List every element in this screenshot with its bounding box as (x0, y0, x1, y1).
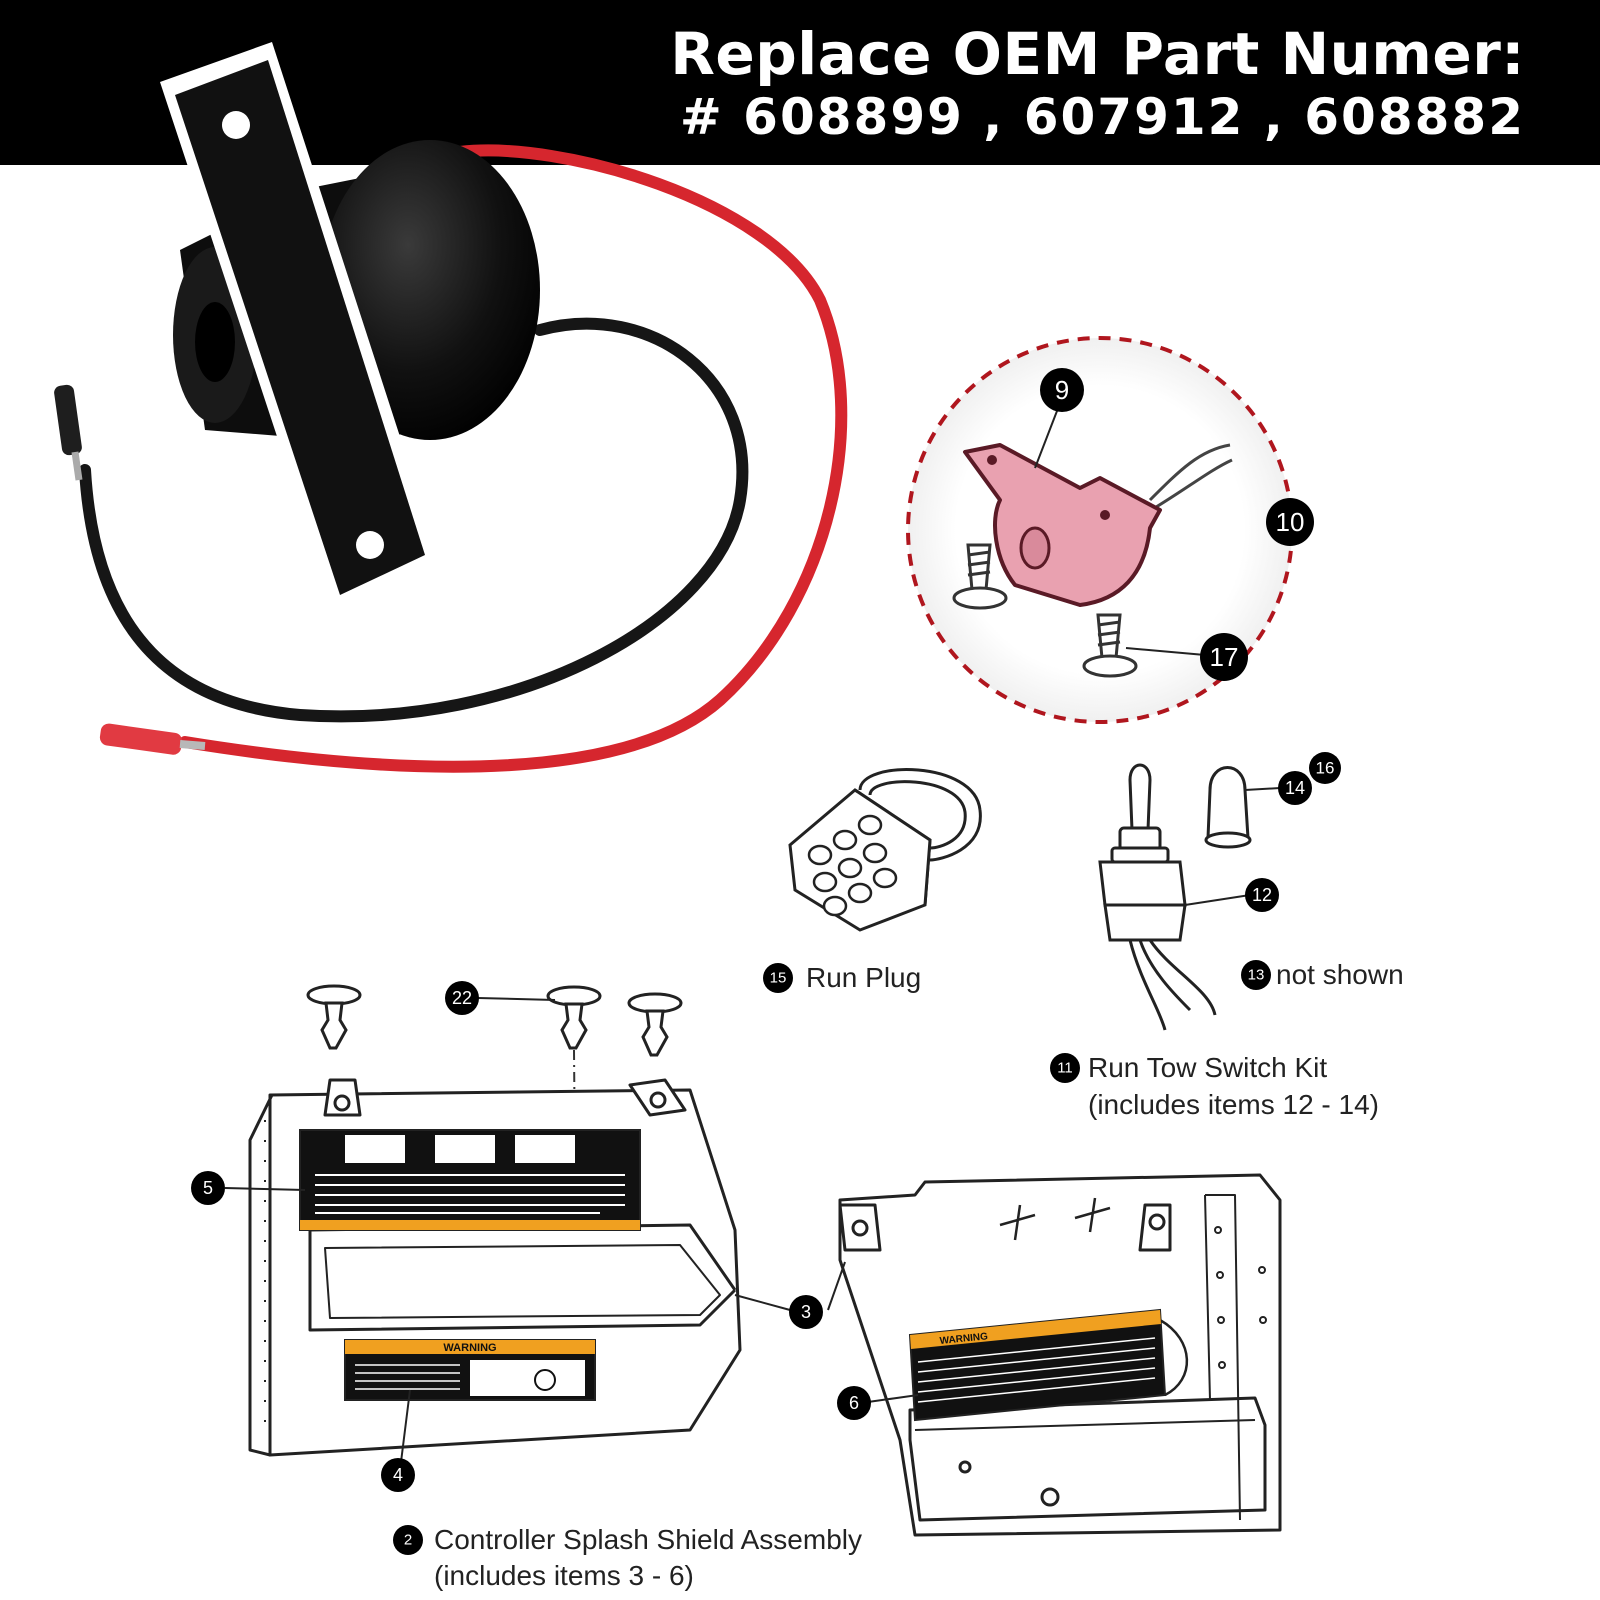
svg-text:22: 22 (452, 988, 472, 1008)
oem-part-numbers: # 608899 , 607912 , 608882 (679, 88, 1525, 146)
callout-15: 15 (763, 963, 793, 993)
run-plug-label: Run Plug (806, 962, 922, 993)
callout-13: 13 (1241, 960, 1271, 990)
banner-title: Replace OEM Part Numer: (670, 20, 1525, 88)
reed-switch-sensor (54, 42, 848, 773)
red-wire-tip (99, 723, 183, 755)
svg-text:5: 5 (203, 1178, 213, 1198)
svg-text:3: 3 (801, 1302, 811, 1322)
push-rivets (306, 984, 683, 1057)
callout-17: 17 (1200, 633, 1248, 681)
callout-14: 14 (1278, 771, 1312, 805)
callout-2: 2 (393, 1525, 423, 1555)
svg-text:4: 4 (393, 1465, 403, 1485)
red-wire (179, 144, 848, 773)
callout-9: 9 (1040, 368, 1084, 412)
svg-text:12: 12 (1252, 885, 1272, 905)
bracket-hole-bottom (356, 531, 384, 559)
svg-text:14: 14 (1285, 778, 1305, 798)
svg-text:13: 13 (1248, 967, 1265, 984)
svg-text:10: 10 (1276, 507, 1305, 537)
splash-shield-includes: (includes items 3 - 6) (434, 1560, 694, 1591)
warning-decal-rear: WARNING (908, 1308, 1167, 1422)
screw-right (1082, 613, 1138, 678)
svg-text:6: 6 (849, 1393, 859, 1413)
warning-decal-large (299, 1129, 641, 1231)
bracket-hole-top (222, 111, 250, 139)
callout-22: 22 (445, 981, 479, 1015)
black-wire (79, 317, 749, 723)
svg-text:17: 17 (1210, 642, 1239, 672)
run-plug (788, 768, 982, 932)
callout-12: 12 (1245, 878, 1279, 912)
svg-text:16: 16 (1316, 759, 1335, 778)
callout-3: 3 (789, 1295, 823, 1329)
not-shown-label: not shown (1276, 959, 1404, 990)
callout-4: 4 (381, 1458, 415, 1492)
callout-5: 5 (191, 1171, 225, 1205)
callout-6: 6 (837, 1386, 871, 1420)
toggle-boot (1204, 766, 1252, 849)
warning-decal-small: WARNING (344, 1339, 596, 1401)
callout-11: 11 (1050, 1053, 1080, 1083)
screw-left (952, 543, 1008, 610)
svg-text:2: 2 (404, 1532, 412, 1549)
black-wire-tip (54, 384, 82, 456)
callout-16: 16 (1309, 752, 1341, 784)
mounting-bracket (175, 60, 425, 595)
highlighted-reed-switch (963, 443, 1162, 607)
warning-text-front: WARNING (443, 1342, 496, 1354)
svg-text:9: 9 (1055, 375, 1069, 405)
run-tow-kit-label: Run Tow Switch Kit (1088, 1052, 1328, 1083)
svg-text:11: 11 (1057, 1060, 1073, 1077)
run-tow-kit-includes: (includes items 12 - 14) (1088, 1089, 1380, 1120)
warning-text-rear: WARNING (939, 1331, 988, 1347)
toggle-switch (1098, 763, 1217, 1031)
detail-circle (906, 336, 1294, 724)
splash-shield-label: Controller Splash Shield Assembly (434, 1524, 862, 1555)
svg-text:15: 15 (770, 970, 787, 987)
callout-10: 10 (1266, 498, 1314, 546)
